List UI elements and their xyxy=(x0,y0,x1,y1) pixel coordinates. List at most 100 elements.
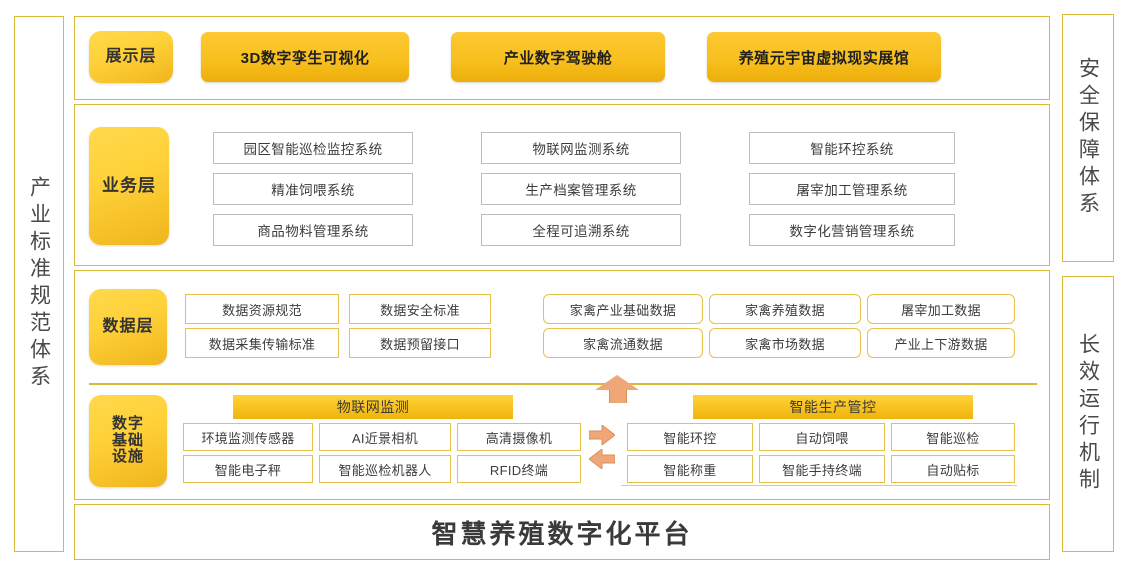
business-system-label: 全程可追溯系统 xyxy=(532,224,630,239)
business-system-cell[interactable]: 数字化营销管理系统 xyxy=(749,214,955,246)
infra-control-label: 自动贴标 xyxy=(926,462,980,478)
business-system-cell[interactable]: 精准饲喂系统 xyxy=(213,173,413,205)
display-item-label: 养殖元宇宙虚拟现实展馆 xyxy=(738,49,910,67)
right-vertical-panel-security: 安全保障体系 xyxy=(1062,14,1114,262)
infra-device-cell[interactable]: 高清摄像机 xyxy=(457,423,581,451)
infra-group-title-label: 物联网监测 xyxy=(336,399,410,415)
business-system-cell[interactable]: 商品物料管理系统 xyxy=(213,214,413,246)
badge-line: 基础 xyxy=(111,431,144,449)
arrow-right-icon xyxy=(588,423,616,447)
business-system-cell[interactable]: 全程可追溯系统 xyxy=(481,214,681,246)
business-system-cell[interactable]: 屠宰加工管理系统 xyxy=(749,173,955,205)
infra-device-label: 智能巡检机器人 xyxy=(338,462,432,478)
data-standard-cell[interactable]: 数据资源规范 xyxy=(185,294,339,324)
right-panel-bottom-label: 长效运行机制 xyxy=(1076,333,1100,495)
infra-control-cell[interactable]: 智能巡检 xyxy=(891,423,1015,451)
infra-control-cell[interactable]: 智能称重 xyxy=(627,455,753,483)
infra-device-label: 智能电子秤 xyxy=(214,462,282,478)
infrastructure-badge-text: 数字 基础 设施 xyxy=(111,414,144,466)
infra-device-cell[interactable]: 环境监测传感器 xyxy=(183,423,313,451)
infra-device-cell[interactable]: AI近景相机 xyxy=(319,423,451,451)
infra-device-cell[interactable]: 智能电子秤 xyxy=(183,455,313,483)
business-system-cell[interactable]: 园区智能巡检监控系统 xyxy=(213,132,413,164)
arrow-left-svg xyxy=(588,447,616,471)
infra-group-title-iot: 物联网监测 xyxy=(233,395,513,419)
infrastructure-layer-badge: 数字 基础 设施 xyxy=(89,395,167,487)
infra-control-label: 智能手持终端 xyxy=(782,462,862,478)
upward-flow-arrow xyxy=(595,375,639,403)
arrow-head-up xyxy=(595,375,639,390)
data-standard-cell[interactable]: 数据采集传输标准 xyxy=(185,328,339,358)
infra-control-cell[interactable]: 智能手持终端 xyxy=(759,455,885,483)
business-system-label: 数字化营销管理系统 xyxy=(789,224,915,239)
data-domain-cell[interactable]: 家禽流通数据 xyxy=(543,328,703,358)
badge-line: 设施 xyxy=(111,448,144,466)
right-panel-top-label: 安全保障体系 xyxy=(1076,57,1100,219)
data-and-infrastructure-section: 数据层 数据资源规范 数据安全标准 数据采集传输标准 数据预留接口 家禽产业基础… xyxy=(74,270,1050,500)
infra-device-label: 环境监测传感器 xyxy=(201,430,295,446)
display-layer-badge: 展示层 xyxy=(89,31,173,83)
arrow-left-icon xyxy=(588,447,616,471)
infra-device-cell[interactable]: 智能巡检机器人 xyxy=(319,455,451,483)
platform-title-section: 智慧养殖数字化平台 xyxy=(74,504,1050,560)
display-item-metaverse-vr[interactable]: 养殖元宇宙虚拟现实展馆 xyxy=(707,32,941,82)
bidirectional-flow-arrows xyxy=(588,423,619,479)
infra-control-cell[interactable]: 自动饲喂 xyxy=(759,423,885,451)
infra-group-title-label: 智能生产管控 xyxy=(789,399,877,415)
business-system-label: 智能环控系统 xyxy=(810,142,894,157)
badge-line: 数字 xyxy=(111,414,144,432)
data-standard-cell[interactable]: 数据预留接口 xyxy=(349,328,491,358)
infra-device-label: RFID终端 xyxy=(489,462,549,478)
layer-separator-line xyxy=(89,383,1037,385)
business-layer-badge: 业务层 xyxy=(89,127,169,245)
data-domain-cell[interactable]: 家禽产业基础数据 xyxy=(543,294,703,324)
infra-device-cell[interactable]: RFID终端 xyxy=(457,455,581,483)
main-layers-column: 展示层 3D数字孪生可视化 产业数字驾驶舱 养殖元宇宙虚拟现实展馆 业务层 园区… xyxy=(74,8,1050,560)
data-domain-label: 屠宰加工数据 xyxy=(901,302,981,318)
data-domain-label: 产业上下游数据 xyxy=(894,336,988,352)
data-standard-cell[interactable]: 数据安全标准 xyxy=(349,294,491,324)
display-item-digital-twin[interactable]: 3D数字孪生可视化 xyxy=(201,32,409,82)
arrow-right-svg xyxy=(588,423,616,447)
data-standard-label: 数据采集传输标准 xyxy=(208,336,316,352)
infra-control-cell[interactable]: 自动贴标 xyxy=(891,455,1015,483)
infra-device-label: AI近景相机 xyxy=(351,430,419,446)
left-vertical-panel-standards: 产业标准规范体系 xyxy=(14,16,64,552)
arrow-shaft xyxy=(609,387,627,403)
infra-control-label: 自动饲喂 xyxy=(795,430,849,446)
business-system-cell[interactable]: 智能环控系统 xyxy=(749,132,955,164)
business-system-label: 生产档案管理系统 xyxy=(525,183,637,198)
display-layer-section: 展示层 3D数字孪生可视化 产业数字驾驶舱 养殖元宇宙虚拟现实展馆 xyxy=(74,16,1050,100)
data-standard-label: 数据预留接口 xyxy=(380,336,460,352)
data-domain-cell[interactable]: 家禽市场数据 xyxy=(709,328,861,358)
infra-control-cell[interactable]: 智能环控 xyxy=(627,423,753,451)
data-domain-label: 家禽产业基础数据 xyxy=(569,302,677,318)
business-system-label: 精准饲喂系统 xyxy=(271,183,355,198)
data-layer-badge: 数据层 xyxy=(89,289,167,365)
infra-control-label: 智能环控 xyxy=(663,430,717,446)
infra-control-label: 智能称重 xyxy=(663,462,717,478)
right-vertical-panel-operations: 长效运行机制 xyxy=(1062,276,1114,552)
display-item-label: 产业数字驾驶舱 xyxy=(503,49,613,67)
data-domain-cell[interactable]: 产业上下游数据 xyxy=(867,328,1015,358)
data-domain-label: 家禽市场数据 xyxy=(745,336,825,352)
data-standard-label: 数据资源规范 xyxy=(222,302,302,318)
data-domain-cell[interactable]: 家禽养殖数据 xyxy=(709,294,861,324)
business-system-cell[interactable]: 生产档案管理系统 xyxy=(481,173,681,205)
infra-underline xyxy=(621,485,1017,486)
display-item-industry-cockpit[interactable]: 产业数字驾驶舱 xyxy=(451,32,665,82)
infra-control-label: 智能巡检 xyxy=(926,430,980,446)
infra-group-title-production: 智能生产管控 xyxy=(693,395,973,419)
data-domain-cell[interactable]: 屠宰加工数据 xyxy=(867,294,1015,324)
data-standard-label: 数据安全标准 xyxy=(380,302,460,318)
left-panel-label: 产业标准规范体系 xyxy=(27,176,51,392)
platform-title: 智慧养殖数字化平台 xyxy=(431,518,693,549)
business-system-label: 物联网监测系统 xyxy=(532,142,630,157)
business-system-label: 屠宰加工管理系统 xyxy=(796,183,908,198)
infra-device-label: 高清摄像机 xyxy=(485,430,553,446)
display-item-label: 3D数字孪生可视化 xyxy=(240,49,370,67)
business-system-cell[interactable]: 物联网监测系统 xyxy=(481,132,681,164)
business-layer-section: 业务层 园区智能巡检监控系统 精准饲喂系统 商品物料管理系统 物联网监测系统 生… xyxy=(74,104,1050,266)
data-domain-label: 家禽养殖数据 xyxy=(745,302,825,318)
